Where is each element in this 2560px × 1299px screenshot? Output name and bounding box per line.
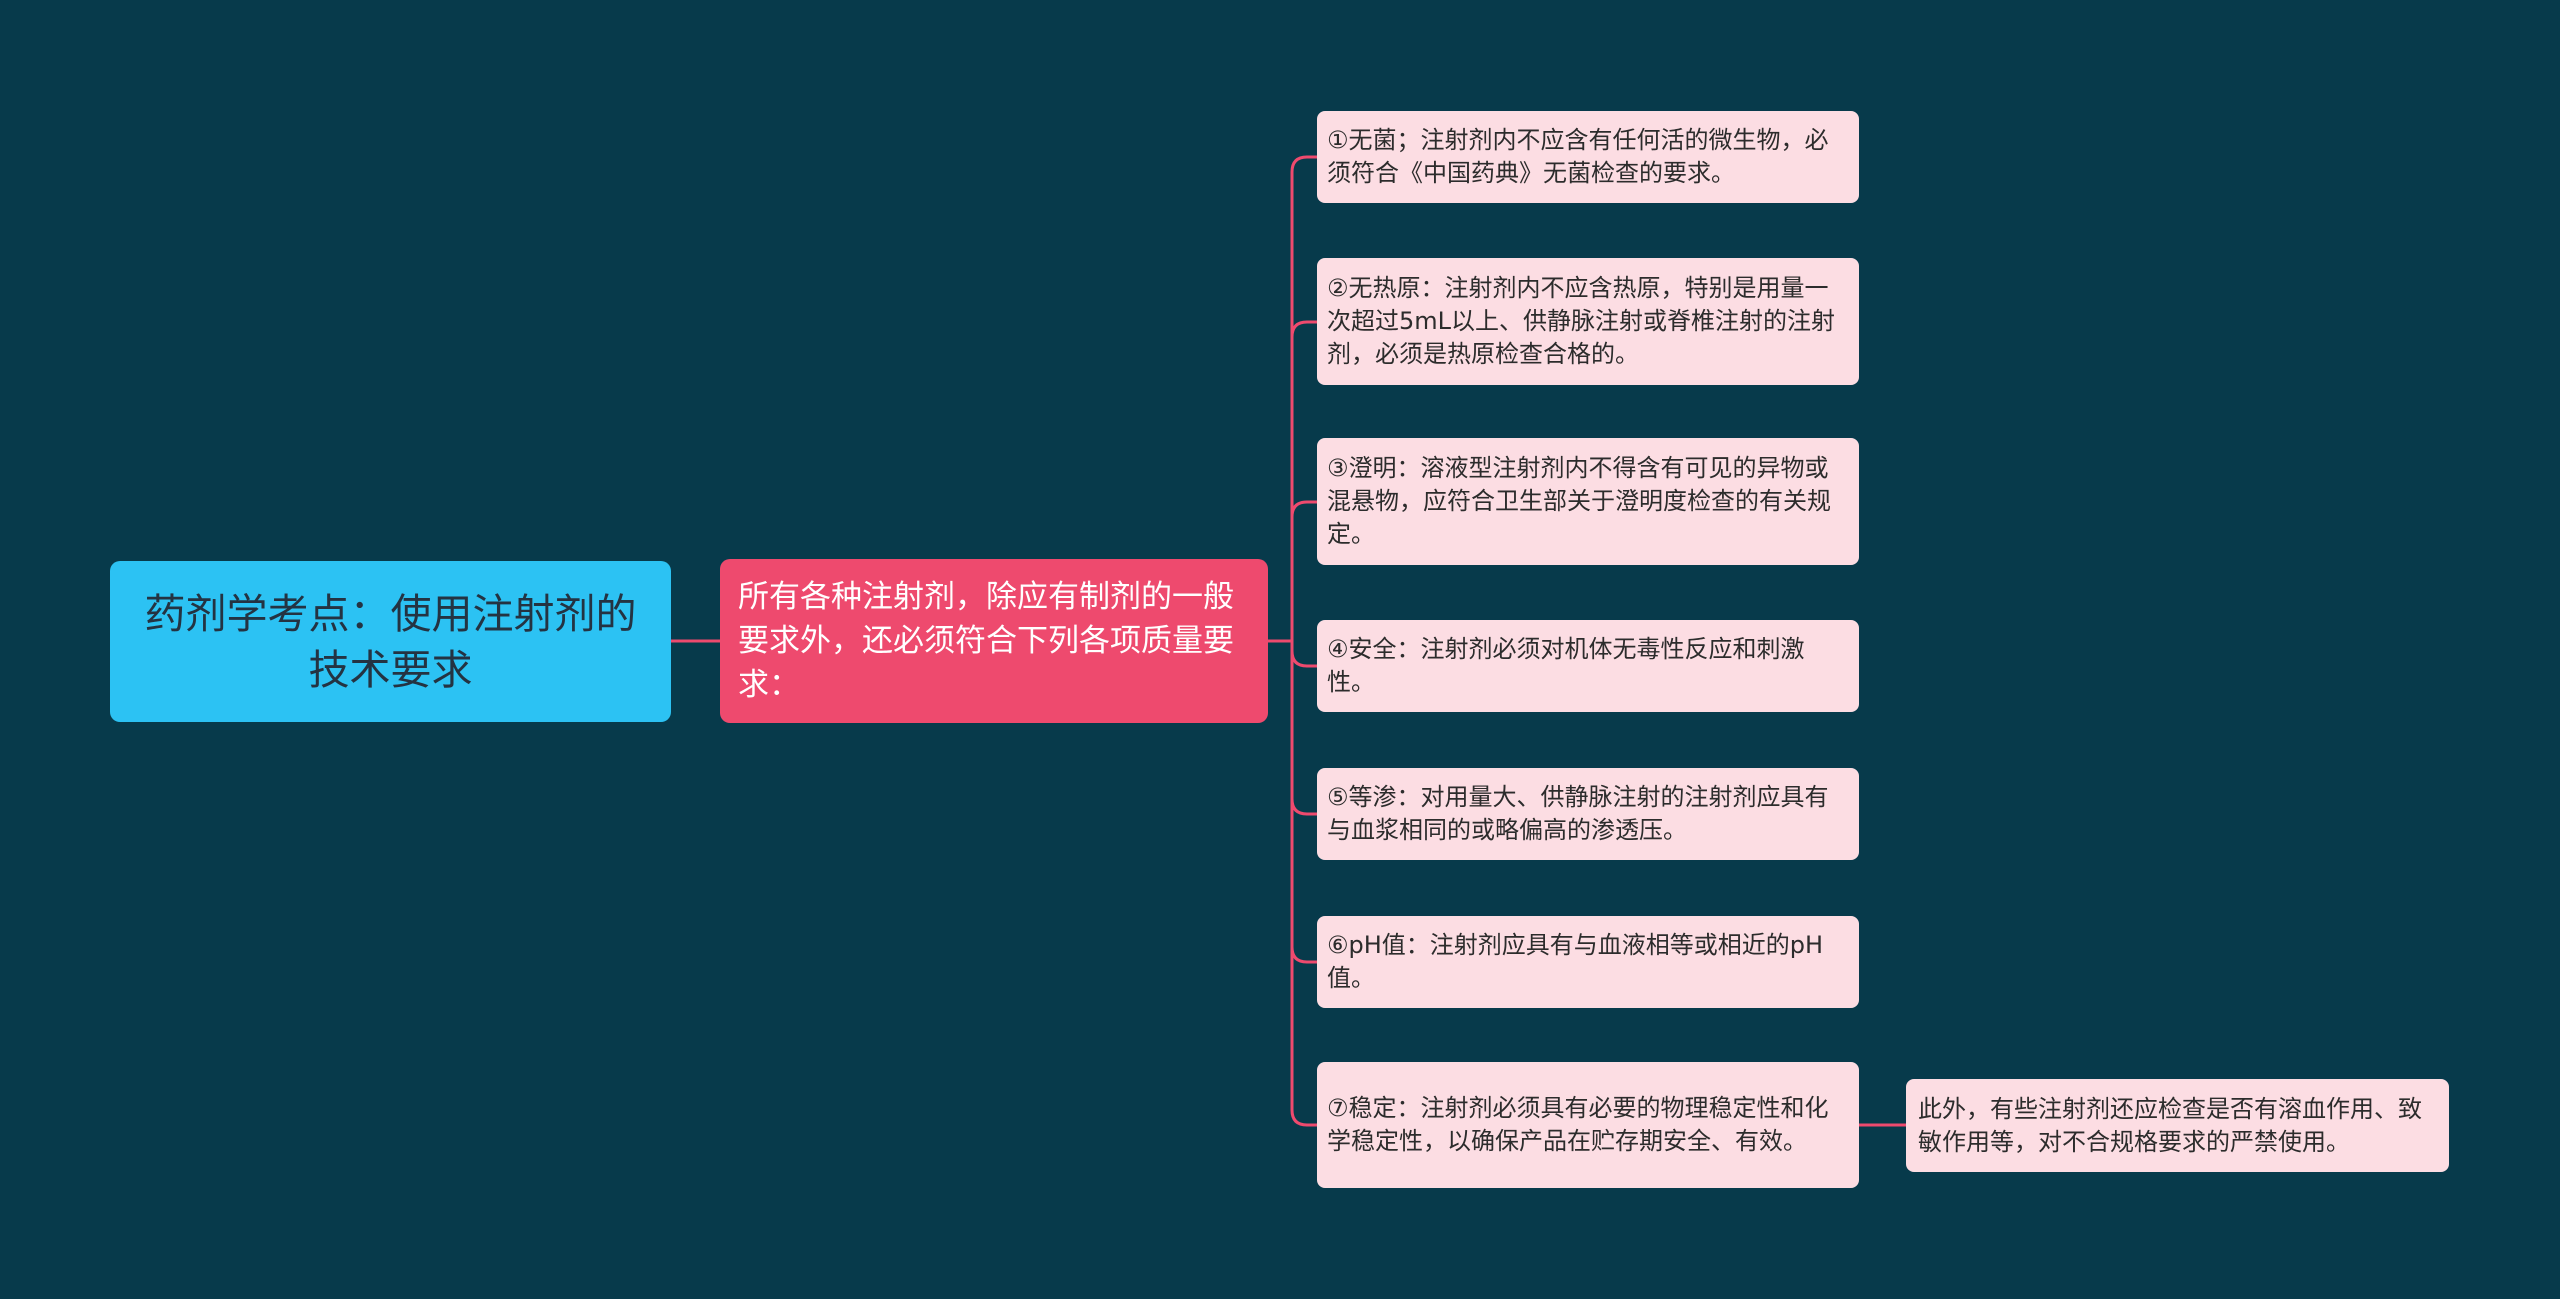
root-topic-label: 药剂学考点：使用注射剂的技术要求 bbox=[144, 589, 637, 694]
main-topic[interactable]: 所有各种注射剂，除应有制剂的一般要求外，还必须符合下列各项质量要求： bbox=[720, 559, 1268, 723]
requirement-isotonic[interactable]: ⑤等渗：对用量大、供静脉注射的注射剂应具有与血浆相同的或略偏高的渗透压。 bbox=[1317, 768, 1859, 860]
requirement-label: ③澄明：溶液型注射剂内不得含有可见的异物或混悬物，应符合卫生部关于澄明度检查的有… bbox=[1327, 454, 1831, 548]
requirement-stability[interactable]: ⑦稳定：注射剂必须具有必要的物理稳定性和化学稳定性，以确保产品在贮存期安全、有效… bbox=[1317, 1062, 1859, 1188]
connector-req-7 bbox=[1290, 641, 1317, 1127]
requirement-ph[interactable]: ⑥pH值：注射剂应具有与血液相等或相近的pH值。 bbox=[1317, 916, 1859, 1008]
requirement-clarity[interactable]: ③澄明：溶液型注射剂内不得含有可见的异物或混悬物，应符合卫生部关于澄明度检查的有… bbox=[1317, 438, 1859, 565]
main-topic-label: 所有各种注射剂，除应有制剂的一般要求外，还必须符合下列各项质量要求： bbox=[738, 579, 1234, 703]
requirement-sterile[interactable]: ①无菌；注射剂内不应含有任何活的微生物，必须符合《中国药典》无菌检查的要求。 bbox=[1317, 111, 1859, 203]
requirement-label: ②无热原：注射剂内不应含热原，特别是用量一次超过5mL以上、供静脉注射或脊椎注射… bbox=[1327, 274, 1836, 368]
requirement-pyrogen-free[interactable]: ②无热原：注射剂内不应含热原，特别是用量一次超过5mL以上、供静脉注射或脊椎注射… bbox=[1317, 258, 1859, 385]
requirement-safety[interactable]: ④安全：注射剂必须对机体无毒性反应和刺激性。 bbox=[1317, 620, 1859, 712]
requirement-label: ⑥pH值：注射剂应具有与血液相等或相近的pH值。 bbox=[1327, 931, 1824, 992]
root-topic[interactable]: 药剂学考点：使用注射剂的技术要求 bbox=[110, 561, 671, 722]
requirement-label: ①无菌；注射剂内不应含有任何活的微生物，必须符合《中国药典》无菌检查的要求。 bbox=[1327, 126, 1829, 187]
extra-note[interactable]: 此外，有些注射剂还应检查是否有溶血作用、致敏作用等，对不合规格要求的严禁使用。 bbox=[1906, 1079, 2449, 1172]
connector-req-6 bbox=[1290, 641, 1317, 964]
connector-req-1 bbox=[1290, 155, 1317, 641]
requirement-label: ④安全：注射剂必须对机体无毒性反应和刺激性。 bbox=[1327, 635, 1805, 696]
requirement-label: ⑦稳定：注射剂必须具有必要的物理稳定性和化学稳定性，以确保产品在贮存期安全、有效… bbox=[1327, 1094, 1829, 1155]
connector-req-2 bbox=[1290, 320, 1317, 641]
extra-note-label: 此外，有些注射剂还应检查是否有溶血作用、致敏作用等，对不合规格要求的严禁使用。 bbox=[1918, 1094, 2422, 1156]
requirement-label: ⑤等渗：对用量大、供静脉注射的注射剂应具有与血浆相同的或略偏高的渗透压。 bbox=[1327, 783, 1829, 844]
connector-req-3 bbox=[1290, 500, 1317, 641]
connector-req-4 bbox=[1290, 641, 1317, 668]
